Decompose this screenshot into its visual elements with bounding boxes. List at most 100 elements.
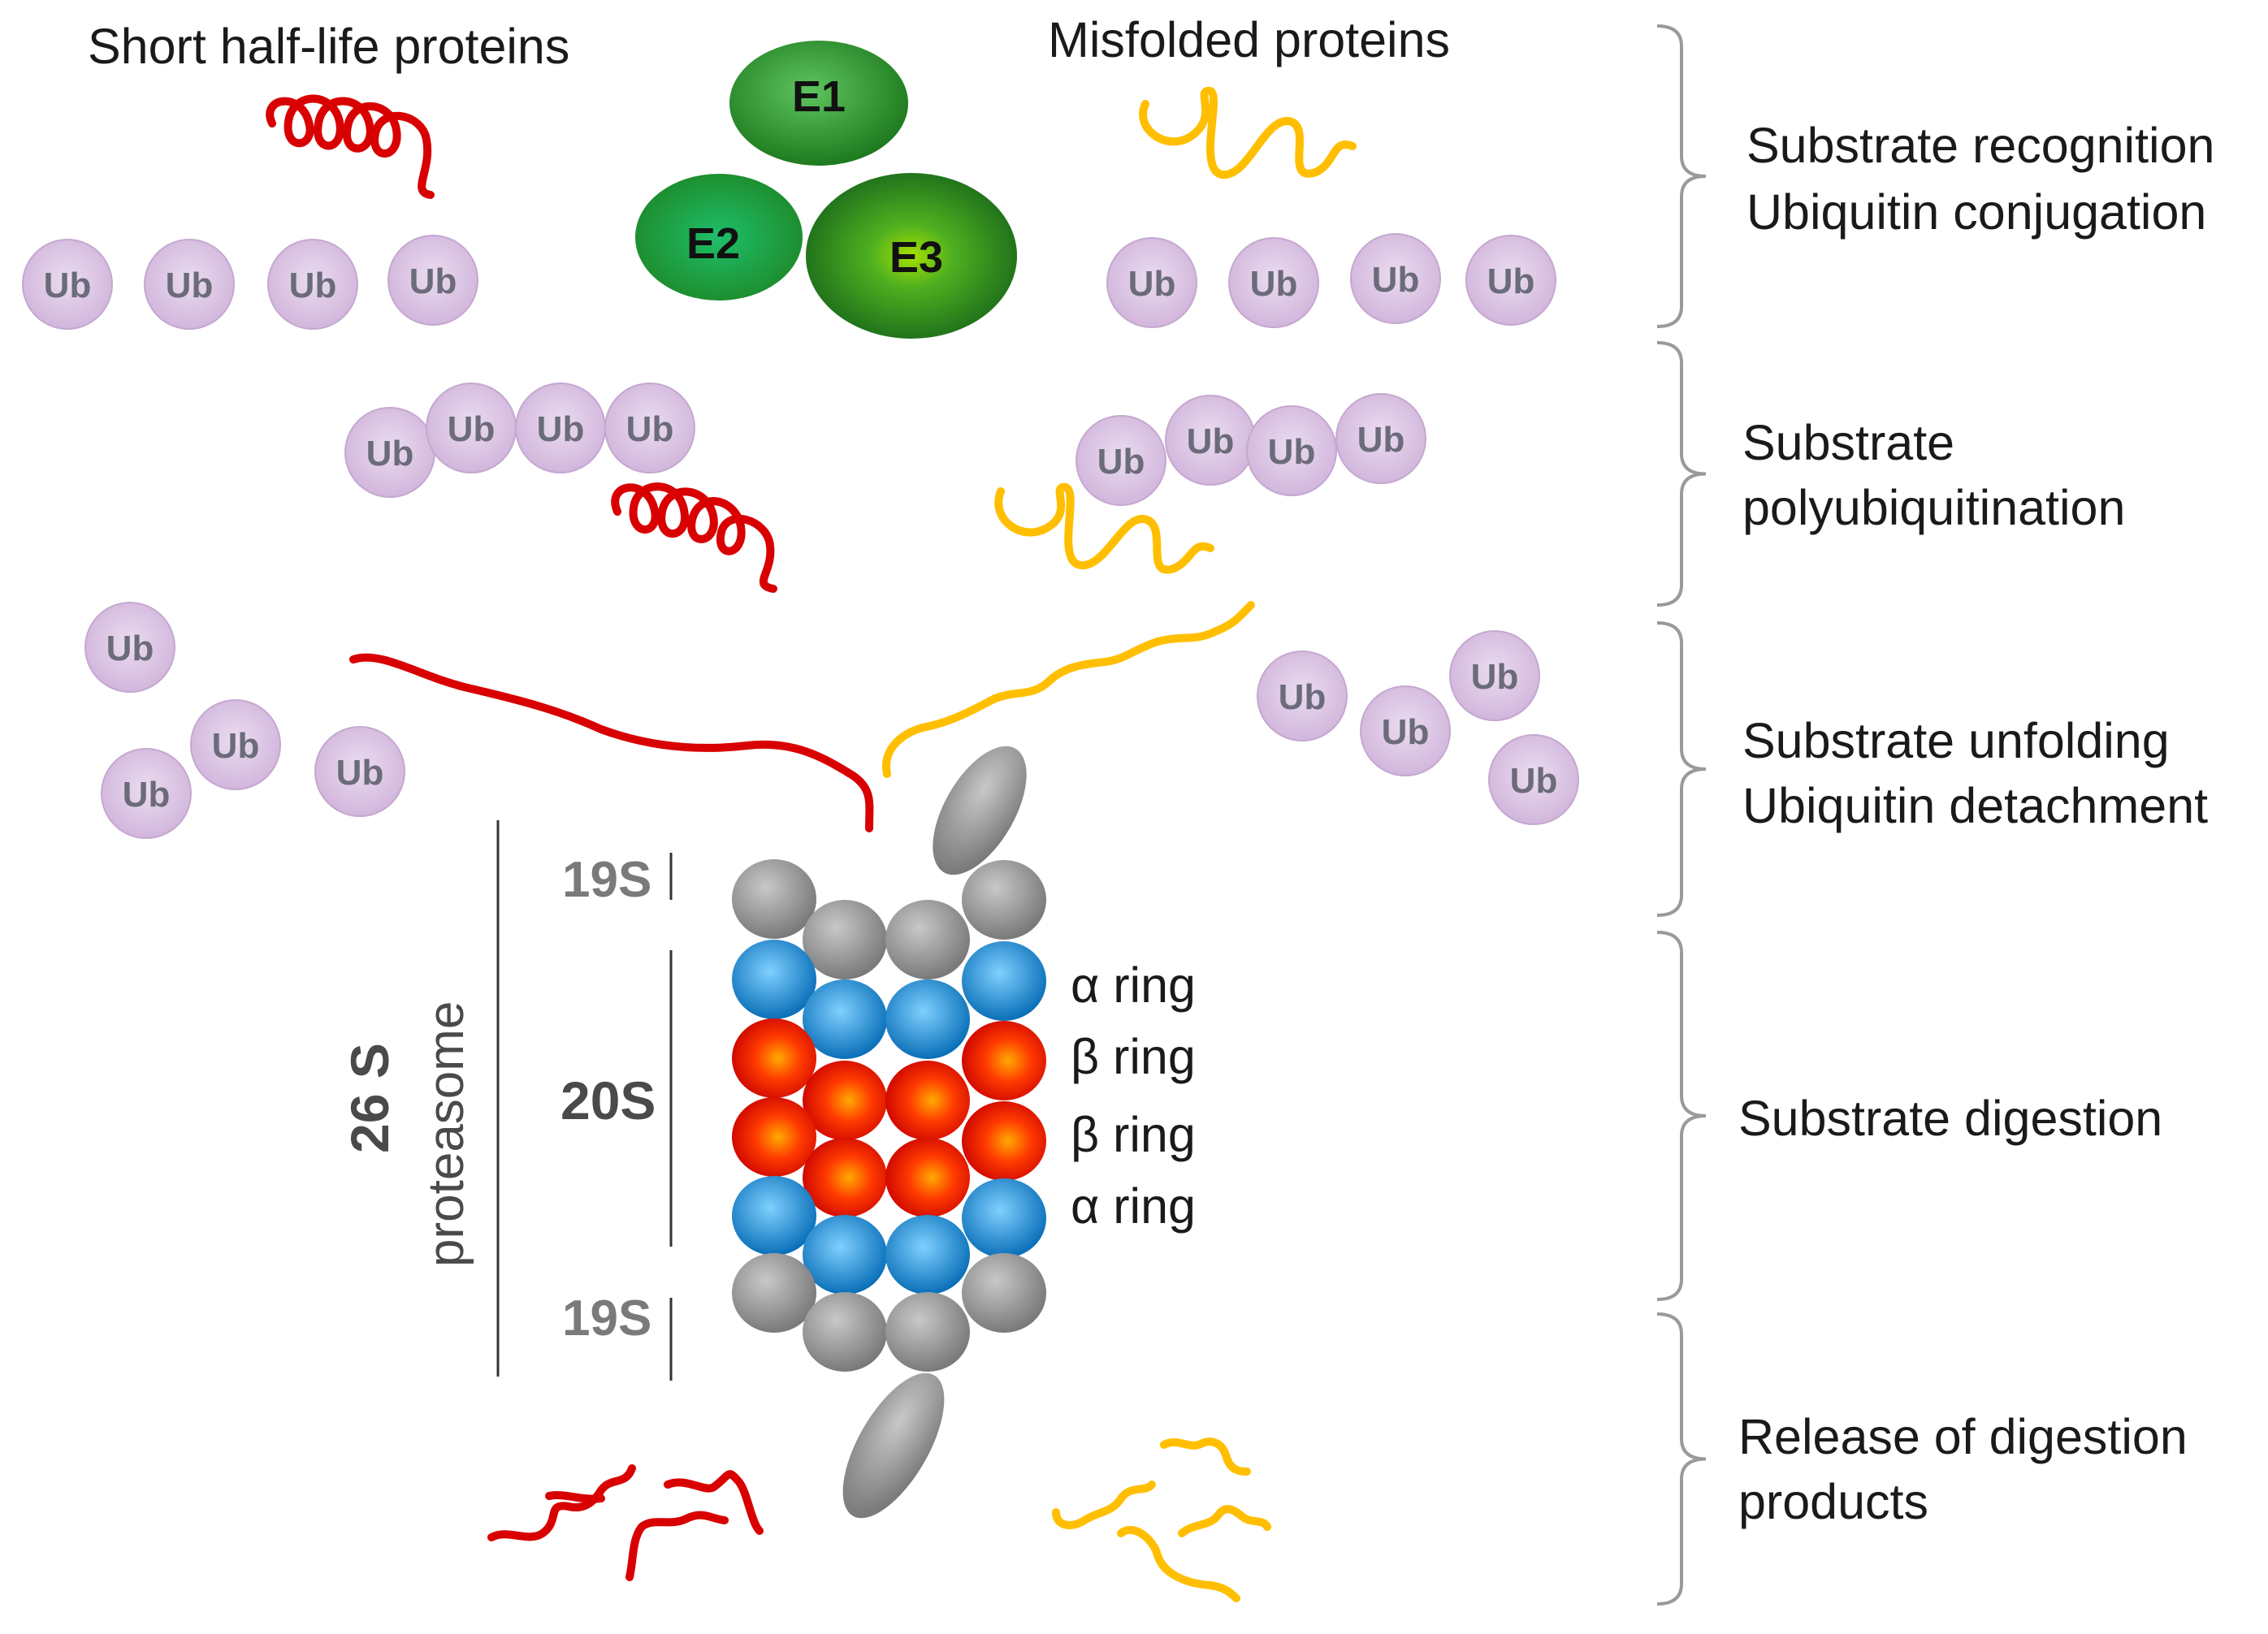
- subunit-19s: [732, 1253, 816, 1333]
- ubiquitin-5: Ub: [1106, 237, 1197, 328]
- misfolded-protein: [1139, 87, 1357, 179]
- subunit-19s: [885, 900, 970, 979]
- ubiquitin-18: Ub: [190, 699, 281, 790]
- ubiquitin-8: Ub: [1465, 235, 1556, 326]
- ubiquitin-2: Ub: [144, 239, 235, 330]
- step-1-line2: Ubiquitin conjugation: [1746, 184, 2206, 240]
- unfolded-short-half-life-protein: [349, 653, 874, 832]
- ubiquitin-label: Ub: [626, 409, 674, 449]
- svg-text:E3: E3: [889, 233, 943, 282]
- ubiquitin-label: Ub: [409, 262, 457, 301]
- ubiquitin-label: Ub: [1382, 712, 1430, 752]
- svg-text:E1: E1: [792, 72, 846, 121]
- ubiquitin-label: Ub: [106, 629, 154, 668]
- beta-subunit: [885, 1138, 970, 1217]
- ubiquitin-label: Ub: [212, 726, 260, 766]
- ubiquitin-16: Ub: [1335, 393, 1426, 484]
- ubiquitin-23: Ub: [1449, 630, 1540, 721]
- beta-subunit: [732, 1018, 816, 1098]
- step-brace-5: [1656, 1312, 1707, 1606]
- step-2-line1: Substrate: [1742, 415, 1954, 470]
- subunit-19s: [732, 859, 816, 939]
- label-26s: 26 S: [340, 1043, 400, 1153]
- subunit-19s: [962, 1253, 1046, 1333]
- alpha-subunit: [732, 1176, 816, 1256]
- beta-subunit: [732, 1097, 816, 1177]
- label-alpha-ring-top: α ring: [1071, 957, 1196, 1013]
- red-digestion-products: [487, 1464, 764, 1581]
- subunit-19s: [803, 900, 887, 979]
- ubiquitin-17: Ub: [84, 602, 175, 693]
- ubiquitin-label: Ub: [1279, 677, 1327, 717]
- ubiquitin-label: Ub: [289, 266, 337, 305]
- unfolded-misfolded-protein: [881, 601, 1255, 778]
- ubiquitin-7: Ub: [1350, 233, 1441, 324]
- label-beta-ring-top: β ring: [1071, 1029, 1196, 1084]
- alpha-subunit: [732, 940, 816, 1019]
- polyubiquitinated-short-half-life-protein: [611, 482, 777, 593]
- label-proteasome: proteasome: [418, 1001, 474, 1267]
- beta-subunit: [962, 1101, 1046, 1181]
- ubiquitin-label: Ub: [1357, 420, 1405, 460]
- step-3-line2: Ubiquitin detachment: [1742, 778, 2208, 833]
- ubiquitin-label: Ub: [1372, 260, 1420, 300]
- subunit-19s: [962, 860, 1046, 940]
- step-3-line1: Substrate unfolding: [1742, 713, 2170, 768]
- proteasome-26s: [732, 746, 1046, 1519]
- label-20s: 20S: [561, 1070, 656, 1130]
- subunit-19s: [803, 1292, 887, 1372]
- ubiquitin-15: Ub: [1246, 405, 1337, 496]
- ubiquitin-label: Ub: [448, 409, 496, 449]
- step-brace-2: [1656, 341, 1707, 607]
- step-5-line2: products: [1738, 1474, 1928, 1529]
- ubiquitin-label: Ub: [1471, 657, 1519, 697]
- label-19s-bottom: 19S: [562, 1290, 651, 1347]
- ubiquitin-20: Ub: [314, 726, 405, 817]
- ubiquitin-label: Ub: [1510, 761, 1558, 801]
- step-5-line1: Release of digestion: [1738, 1409, 2188, 1464]
- alpha-subunit: [803, 979, 887, 1059]
- cap-19s-top-lid: [933, 746, 1027, 875]
- subunit-19s: [885, 1292, 970, 1372]
- ubiquitin-4: Ub: [387, 235, 478, 326]
- ubiquitin-label: Ub: [336, 753, 384, 793]
- beta-subunit: [803, 1138, 887, 1217]
- step-brace-1: [1656, 24, 1707, 328]
- step-braces: [1656, 24, 1707, 1606]
- label-19s-top: 19S: [562, 852, 651, 908]
- step-4-line1: Substrate digestion: [1738, 1091, 2162, 1146]
- beta-subunit: [885, 1061, 970, 1140]
- step-brace-4: [1656, 931, 1707, 1301]
- ubiquitin-label: Ub: [366, 434, 414, 473]
- misfolded-label: Misfolded proteins: [1048, 12, 1450, 67]
- alpha-subunit: [885, 1215, 970, 1295]
- ubiquitin-22: Ub: [1360, 685, 1451, 776]
- short-half-life-label: Short half-life proteins: [88, 19, 569, 74]
- beta-subunit: [803, 1061, 887, 1140]
- short-half-life-protein-coil: [266, 94, 435, 199]
- ubiquitin-label: Ub: [537, 409, 585, 449]
- ubiquitin-24: Ub: [1488, 734, 1579, 825]
- e1-enzyme: E1: [729, 41, 908, 166]
- ubiquitin-label: Ub: [1268, 432, 1316, 472]
- ubiquitin-19: Ub: [101, 748, 192, 839]
- ubiquitin-label: Ub: [123, 775, 171, 815]
- ubiquitin-label: Ub: [1128, 264, 1176, 304]
- ubiquitin-label: Ub: [1487, 262, 1535, 301]
- ubiquitin-10: Ub: [426, 383, 517, 473]
- alpha-subunit: [962, 1178, 1046, 1258]
- step-1-line1: Substrate recognition: [1746, 118, 2214, 173]
- ubiquitin-12: Ub: [604, 383, 695, 473]
- alpha-subunit: [803, 1215, 887, 1295]
- svg-text:E2: E2: [686, 219, 740, 268]
- ubiquitin-label: Ub: [166, 266, 214, 305]
- ubiquitin-14: Ub: [1165, 395, 1256, 486]
- step-brace-3: [1656, 621, 1707, 917]
- label-alpha-ring-bottom: α ring: [1071, 1178, 1196, 1234]
- ubiquitin-3: Ub: [267, 239, 358, 330]
- e2-enzyme: E2: [635, 174, 803, 300]
- ubiquitin-6: Ub: [1228, 237, 1319, 328]
- ubiquitin-9: Ub: [344, 407, 435, 498]
